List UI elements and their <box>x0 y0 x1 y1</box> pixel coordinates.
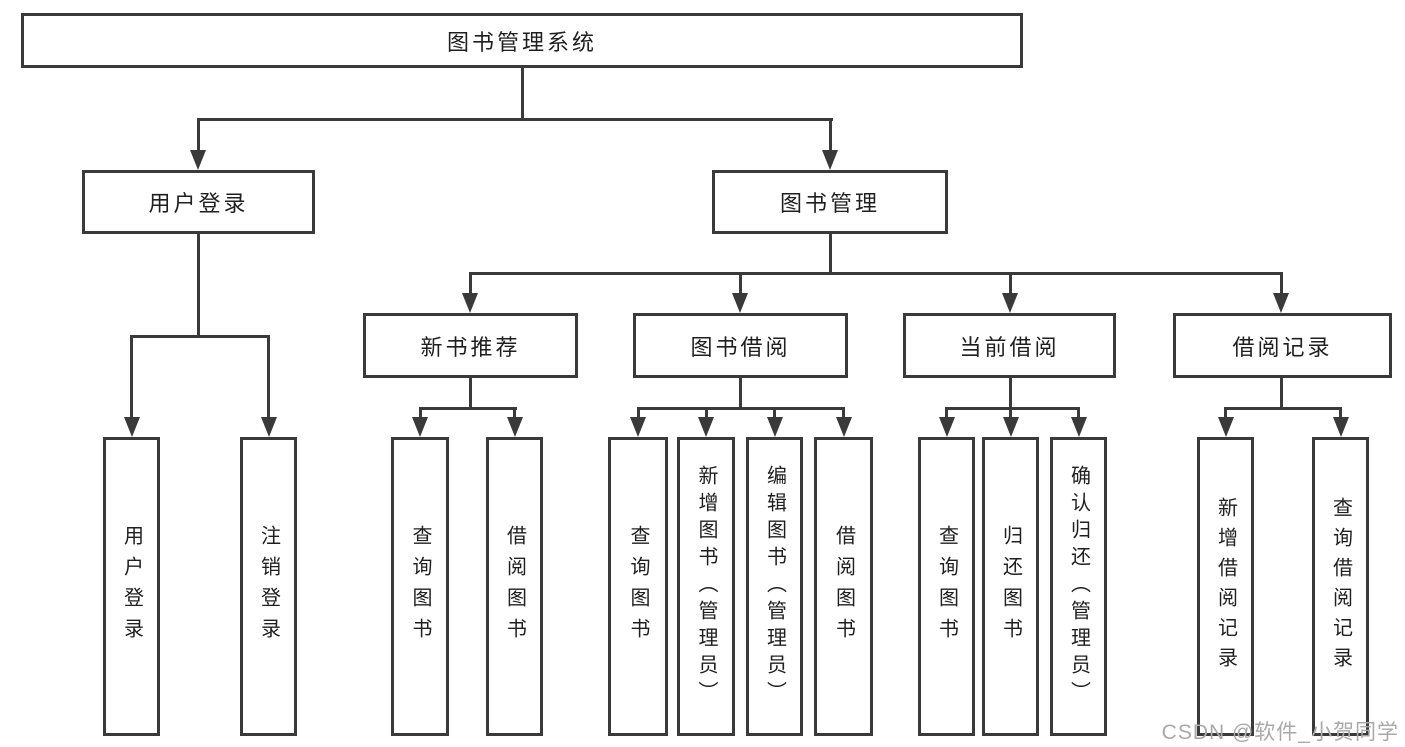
leaf-label: 用户登录 <box>120 524 143 649</box>
node-user-login: 用户登录 <box>82 170 315 234</box>
arrow-down-icon <box>630 417 646 437</box>
connector-stem <box>468 272 472 297</box>
arrow-down-icon <box>1217 417 1234 437</box>
connector-stem <box>1224 407 1227 419</box>
leaf-logout: 注销登录 <box>240 437 297 736</box>
node-current-borrow: 当前借阅 <box>903 313 1116 378</box>
arrow-down-icon <box>462 293 478 313</box>
leaf-query-book-borrow: 查询图书 <box>608 437 668 736</box>
node-borrow-records: 借阅记录 <box>1173 313 1392 378</box>
connector-stem <box>1339 407 1342 419</box>
connector-stem <box>945 407 948 419</box>
leaf-query-book-current: 查询图书 <box>918 437 975 736</box>
connector-stem <box>130 335 133 419</box>
csdn-watermark: CSDN @软件_小贺同学 <box>1161 721 1399 744</box>
node-new-book-recommend: 新书推荐 <box>363 313 578 378</box>
connector-root-bus <box>196 118 833 121</box>
leaf-label: 新增借阅记录 <box>1214 496 1237 677</box>
leaf-label: 确认归还（管理员） <box>1067 465 1090 708</box>
arrow-down-icon <box>766 417 783 437</box>
connector-stem <box>828 118 832 153</box>
connector-rec-trunk <box>468 377 472 407</box>
connector-mgmt-trunk <box>828 234 832 272</box>
leaf-label: 归还图书 <box>999 524 1022 649</box>
leaf-return-book: 归还图书 <box>982 437 1039 736</box>
connector-current-trunk <box>1008 377 1012 407</box>
arrow-down-icon <box>1070 417 1087 437</box>
connector-stem <box>738 272 742 297</box>
connector-stem <box>1009 407 1012 419</box>
connector-stem <box>418 407 422 419</box>
leaf-query-borrow-record: 查询借阅记录 <box>1312 437 1369 736</box>
node-root: 图书管理系统 <box>21 13 1023 68</box>
arrow-down-icon <box>1002 417 1019 437</box>
leaf-label: 查询图书 <box>409 524 431 649</box>
connector-stem <box>773 407 776 419</box>
connector-stem <box>1077 407 1080 419</box>
connector-stem <box>704 407 708 419</box>
connector-records-bus <box>1224 407 1342 410</box>
arrow-down-icon <box>123 417 140 437</box>
arrow-down-icon <box>260 417 277 437</box>
arrow-down-icon <box>822 150 838 170</box>
leaf-confirm-return-admin: 确认归还（管理员） <box>1050 437 1107 736</box>
arrow-down-icon <box>1332 417 1349 437</box>
leaf-add-book-admin: 新增图书（管理员） <box>677 437 735 736</box>
connector-borrow-trunk <box>738 377 742 407</box>
connector-current-bus <box>945 407 1080 410</box>
connector-stem <box>1008 272 1012 297</box>
connector-stem <box>196 118 200 153</box>
leaf-user-login: 用户登录 <box>103 437 160 736</box>
connector-login-bus <box>130 335 270 338</box>
connector-login-trunk <box>196 233 200 335</box>
arrow-down-icon <box>835 417 852 437</box>
arrow-down-icon <box>412 417 428 437</box>
node-book-borrow: 图书借阅 <box>633 313 848 378</box>
arrow-down-icon <box>698 417 714 437</box>
leaf-label: 编辑图书（管理员） <box>763 465 786 708</box>
leaf-label: 查询图书 <box>627 524 649 649</box>
leaf-label: 借阅图书 <box>832 524 855 649</box>
arrow-down-icon <box>1002 293 1018 313</box>
arrow-down-icon <box>732 293 748 313</box>
connector-stem <box>636 407 640 419</box>
leaf-add-borrow-record: 新增借阅记录 <box>1197 437 1254 736</box>
connector-root-trunk <box>520 68 524 118</box>
connector-stem <box>842 407 845 419</box>
leaf-label: 查询图书 <box>935 524 958 649</box>
leaf-label: 查询借阅记录 <box>1329 496 1352 677</box>
arrow-down-icon <box>938 417 955 437</box>
node-book-management: 图书管理 <box>712 170 948 234</box>
connector-stem <box>1279 272 1283 297</box>
leaf-label: 新增图书（管理员） <box>695 465 717 708</box>
connector-stem <box>267 335 270 419</box>
leaf-query-book-rec: 查询图书 <box>391 437 449 736</box>
connector-mgmt-bus <box>468 272 1283 275</box>
arrow-down-icon <box>1273 293 1289 313</box>
arrow-down-icon <box>190 150 206 170</box>
leaf-label: 注销登录 <box>257 524 280 649</box>
leaf-label: 借阅图书 <box>503 524 526 649</box>
connector-borrow-bus <box>636 407 845 410</box>
connector-records-trunk <box>1279 377 1283 407</box>
leaf-borrow-book-rec: 借阅图书 <box>486 437 543 736</box>
leaf-edit-book-admin: 编辑图书（管理员） <box>746 437 803 736</box>
arrow-down-icon <box>506 417 523 437</box>
connector-stem <box>513 407 516 419</box>
leaf-borrow-book: 借阅图书 <box>814 437 873 736</box>
connector-rec-bus <box>418 407 517 410</box>
